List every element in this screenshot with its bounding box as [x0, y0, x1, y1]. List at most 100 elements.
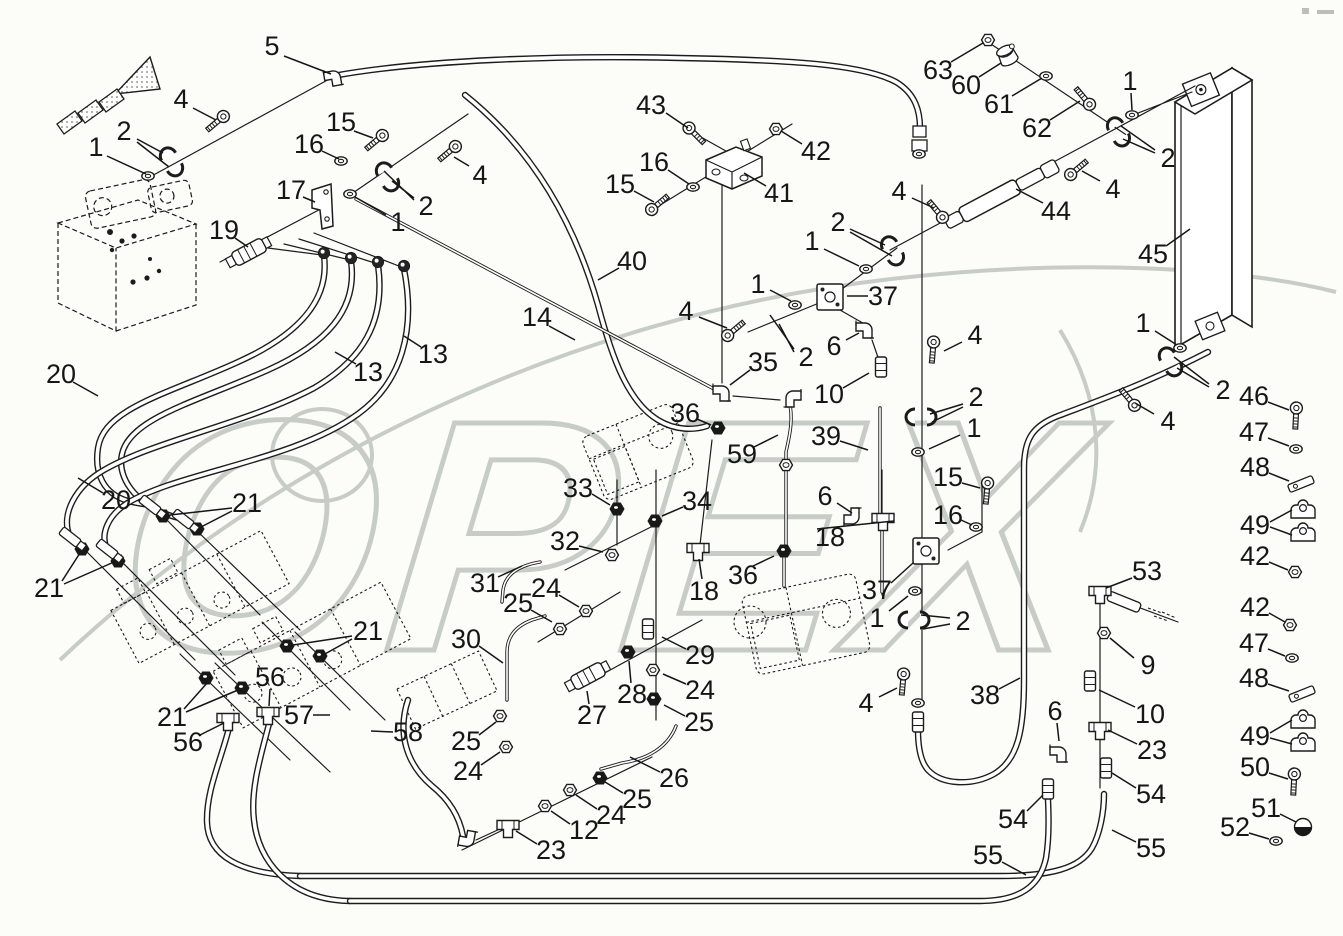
part-number-label: 49	[1240, 721, 1270, 751]
part-adapter-icon	[874, 356, 888, 378]
part-washer-icon	[912, 149, 926, 159]
callout-leader	[661, 506, 684, 517]
callout-leader	[1107, 729, 1138, 745]
part-number-label: 4	[967, 320, 982, 350]
callout-leader	[1015, 188, 1044, 204]
callout-59-38: 59	[727, 434, 779, 469]
callout-2-8: 2	[383, 170, 434, 221]
part-number-label: 49	[1240, 510, 1270, 540]
callout-2-2: 2	[116, 116, 170, 168]
part-washer-icon	[1269, 836, 1283, 846]
callout-1-22: 1	[1122, 66, 1138, 111]
callout-leader	[1011, 77, 1043, 97]
part-number-label: 4	[891, 176, 906, 206]
part-number-label: 31	[470, 568, 500, 598]
callout-leader	[604, 781, 624, 794]
part-bnut-icon	[646, 692, 662, 706]
callout-45-26: 45	[1138, 228, 1191, 269]
callout-leader	[292, 635, 353, 646]
callout-leader	[1269, 509, 1293, 523]
callout-16-44: 16	[933, 500, 973, 530]
callout-leader	[665, 112, 689, 129]
part-number-label: 6	[826, 331, 841, 361]
callout-leader	[961, 482, 981, 489]
callout-leader	[1122, 138, 1156, 154]
callout-25-103: 25	[604, 781, 652, 814]
callout-52-73: 52	[1220, 812, 1270, 842]
part-number-label: 42	[1240, 592, 1270, 622]
part-bnut-icon	[647, 514, 663, 528]
callout-28-100: 28	[617, 660, 647, 709]
callout-leader	[1001, 861, 1027, 876]
part-number-label: 2	[418, 191, 433, 221]
part-bnut-icon	[234, 681, 250, 695]
callout-leader	[302, 196, 316, 203]
part-bnut-icon	[776, 544, 792, 558]
part-bnut-icon	[279, 639, 295, 653]
callout-leader	[849, 231, 893, 257]
part-nut-icon	[578, 604, 594, 618]
callout-leader	[268, 688, 271, 707]
callout-leader	[1098, 689, 1136, 708]
callout-leader	[1130, 92, 1133, 111]
callout-23-106: 23	[515, 830, 566, 865]
callout-15-43: 15	[933, 462, 981, 492]
part-bnut-icon	[312, 649, 328, 663]
callout-6-96: 6	[817, 481, 853, 514]
part-number-label: 4	[173, 84, 188, 114]
callout-24-98: 24	[662, 673, 715, 705]
callout-5-0: 5	[264, 31, 332, 75]
callout-leader	[998, 677, 1021, 690]
callout-18-95: 18	[815, 520, 895, 552]
callout-1-9: 1	[354, 196, 406, 237]
callout-17-6: 17	[276, 175, 316, 205]
part-number-label: 2	[830, 207, 845, 237]
callout-39-37: 39	[811, 421, 869, 451]
callout-31-87: 31	[470, 565, 523, 598]
callout-leader	[845, 332, 860, 341]
callout-leader	[497, 565, 523, 578]
part-number-label: 10	[1135, 699, 1165, 729]
part-number-label: 50	[1240, 752, 1270, 782]
callout-42-12: 42	[780, 130, 831, 166]
callout-leader	[63, 561, 115, 585]
part-washer-icon	[1125, 110, 1139, 120]
part-number-label: 2	[116, 116, 131, 146]
callout-leader	[920, 614, 951, 619]
callout-33-90: 33	[563, 473, 611, 506]
callout-54-53: 54	[1111, 772, 1166, 809]
callout-21-80: 21	[292, 616, 383, 656]
callout-leader	[1111, 829, 1137, 843]
part-number-label: 24	[531, 573, 561, 603]
callout-leader	[1269, 737, 1293, 745]
valve-bank-hidden-1	[110, 529, 290, 665]
callout-4-48: 4	[858, 687, 898, 718]
part-number-label: 62	[1022, 113, 1052, 143]
part-nut-icon	[645, 663, 661, 677]
callout-leader	[911, 197, 935, 209]
callout-4-40: 4	[943, 320, 983, 352]
part-number-label: 1	[390, 207, 405, 237]
callout-43-11: 43	[636, 90, 689, 129]
callout-leader	[663, 704, 686, 717]
part-number-label: 36	[670, 398, 700, 428]
callout-leader	[1269, 719, 1293, 734]
callout-23-52: 23	[1107, 729, 1167, 765]
callout-15-15: 15	[605, 169, 655, 203]
callout-leader	[1081, 170, 1101, 182]
part-washer-icon	[1285, 653, 1299, 663]
callout-36-39: 36	[670, 398, 712, 428]
part-number-label: 4	[1105, 174, 1120, 204]
callout-38-58: 38	[970, 677, 1021, 710]
callout-leader	[578, 545, 604, 553]
callout-40-16: 40	[597, 246, 647, 281]
callout-leader	[698, 558, 703, 580]
part-number-label: 48	[1240, 452, 1270, 482]
part-number-label: 14	[522, 302, 552, 332]
callout-62-21: 62	[1022, 100, 1081, 143]
part-bnut-icon	[620, 645, 636, 659]
callout-42-67: 42	[1240, 592, 1286, 623]
callout-leader	[696, 418, 712, 426]
part-washer-icon	[911, 447, 925, 457]
